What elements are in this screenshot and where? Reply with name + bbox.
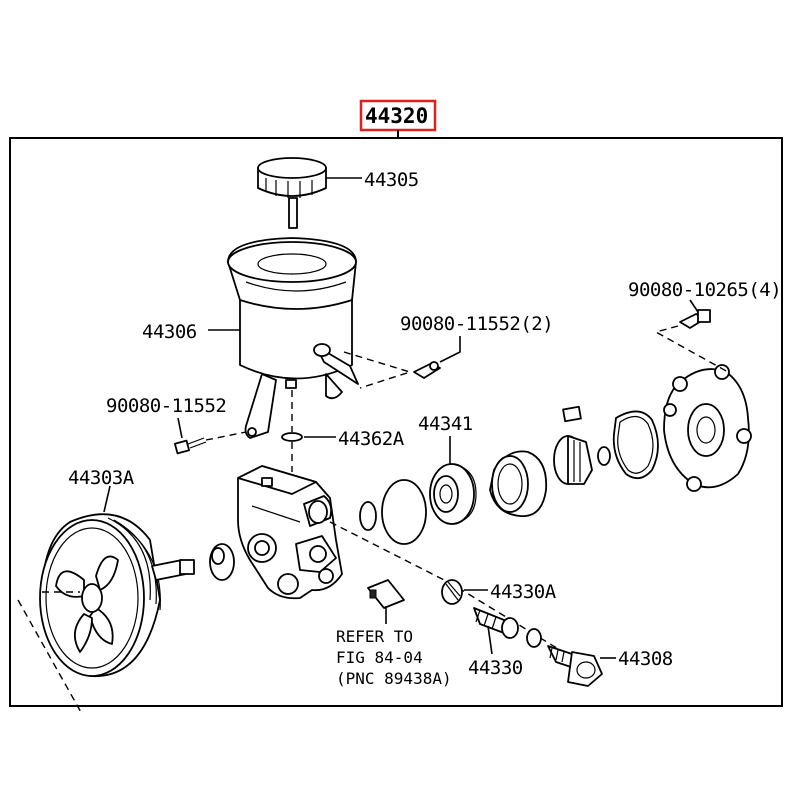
note-line1: REFER TO	[336, 627, 413, 646]
leader-valve	[487, 625, 493, 655]
label-oring: 44362A	[338, 428, 405, 450]
seal-ring-small[interactable]	[359, 501, 377, 531]
label-bolt-a: 90080-11552(2)	[400, 313, 553, 335]
label-spring: 44330A	[490, 581, 557, 603]
valve-o-ring[interactable]	[526, 628, 542, 648]
pressure-switch[interactable]	[367, 579, 405, 609]
leader-bolt-b	[177, 417, 183, 439]
bolt-reservoir-bracket[interactable]	[413, 361, 441, 379]
seal-ring-large[interactable]	[381, 479, 427, 545]
assembly-frame	[9, 130, 783, 707]
label-reservoir: 44306	[142, 321, 197, 343]
leader-pulley	[103, 485, 111, 513]
small-o-ring[interactable]	[597, 446, 611, 466]
spring[interactable]	[441, 579, 463, 605]
union-fitting[interactable]	[547, 645, 603, 687]
label-cap: 44305	[364, 169, 419, 191]
flow-control-valve[interactable]	[473, 607, 519, 639]
o-ring-44362a[interactable]	[281, 432, 303, 442]
pump-body[interactable]	[237, 465, 343, 600]
shaft-seal[interactable]	[209, 543, 235, 581]
assembly-number: 44320	[365, 104, 428, 128]
label-pulley: 44303A	[68, 467, 135, 489]
cam-ring[interactable]	[489, 450, 548, 517]
note-line3: (PNC 89438A)	[336, 669, 452, 688]
reservoir-tank[interactable]	[227, 237, 359, 439]
pulley[interactable]	[39, 513, 195, 677]
rear-housing[interactable]	[663, 364, 752, 492]
note-line2: FIG 84-04	[336, 648, 423, 667]
label-valve: 44330	[468, 657, 523, 679]
leader-bolt-c	[689, 299, 699, 313]
pin[interactable]	[562, 405, 582, 423]
label-union: 44308	[618, 648, 673, 670]
gasket-inner	[617, 415, 654, 474]
reservoir-cap[interactable]	[257, 157, 327, 229]
leader-bolt-a	[439, 336, 461, 363]
dash-bolt-a	[343, 351, 413, 389]
gasket[interactable]	[612, 410, 659, 480]
dash-bolt-b	[205, 431, 247, 441]
pressure-plate[interactable]	[553, 435, 593, 485]
label-bolt-b: 90080-11552	[106, 395, 226, 417]
dash-bolt-c	[654, 325, 729, 373]
label-bolt-c: 90080-10265(4)	[628, 279, 781, 301]
rotor-cam-ring[interactable]	[429, 463, 477, 525]
label-rotor: 44341	[418, 413, 473, 435]
bolt-reservoir-stay[interactable]	[174, 437, 207, 455]
bolt-rear-housing[interactable]	[679, 309, 711, 329]
dash-pulley-left	[17, 599, 83, 715]
